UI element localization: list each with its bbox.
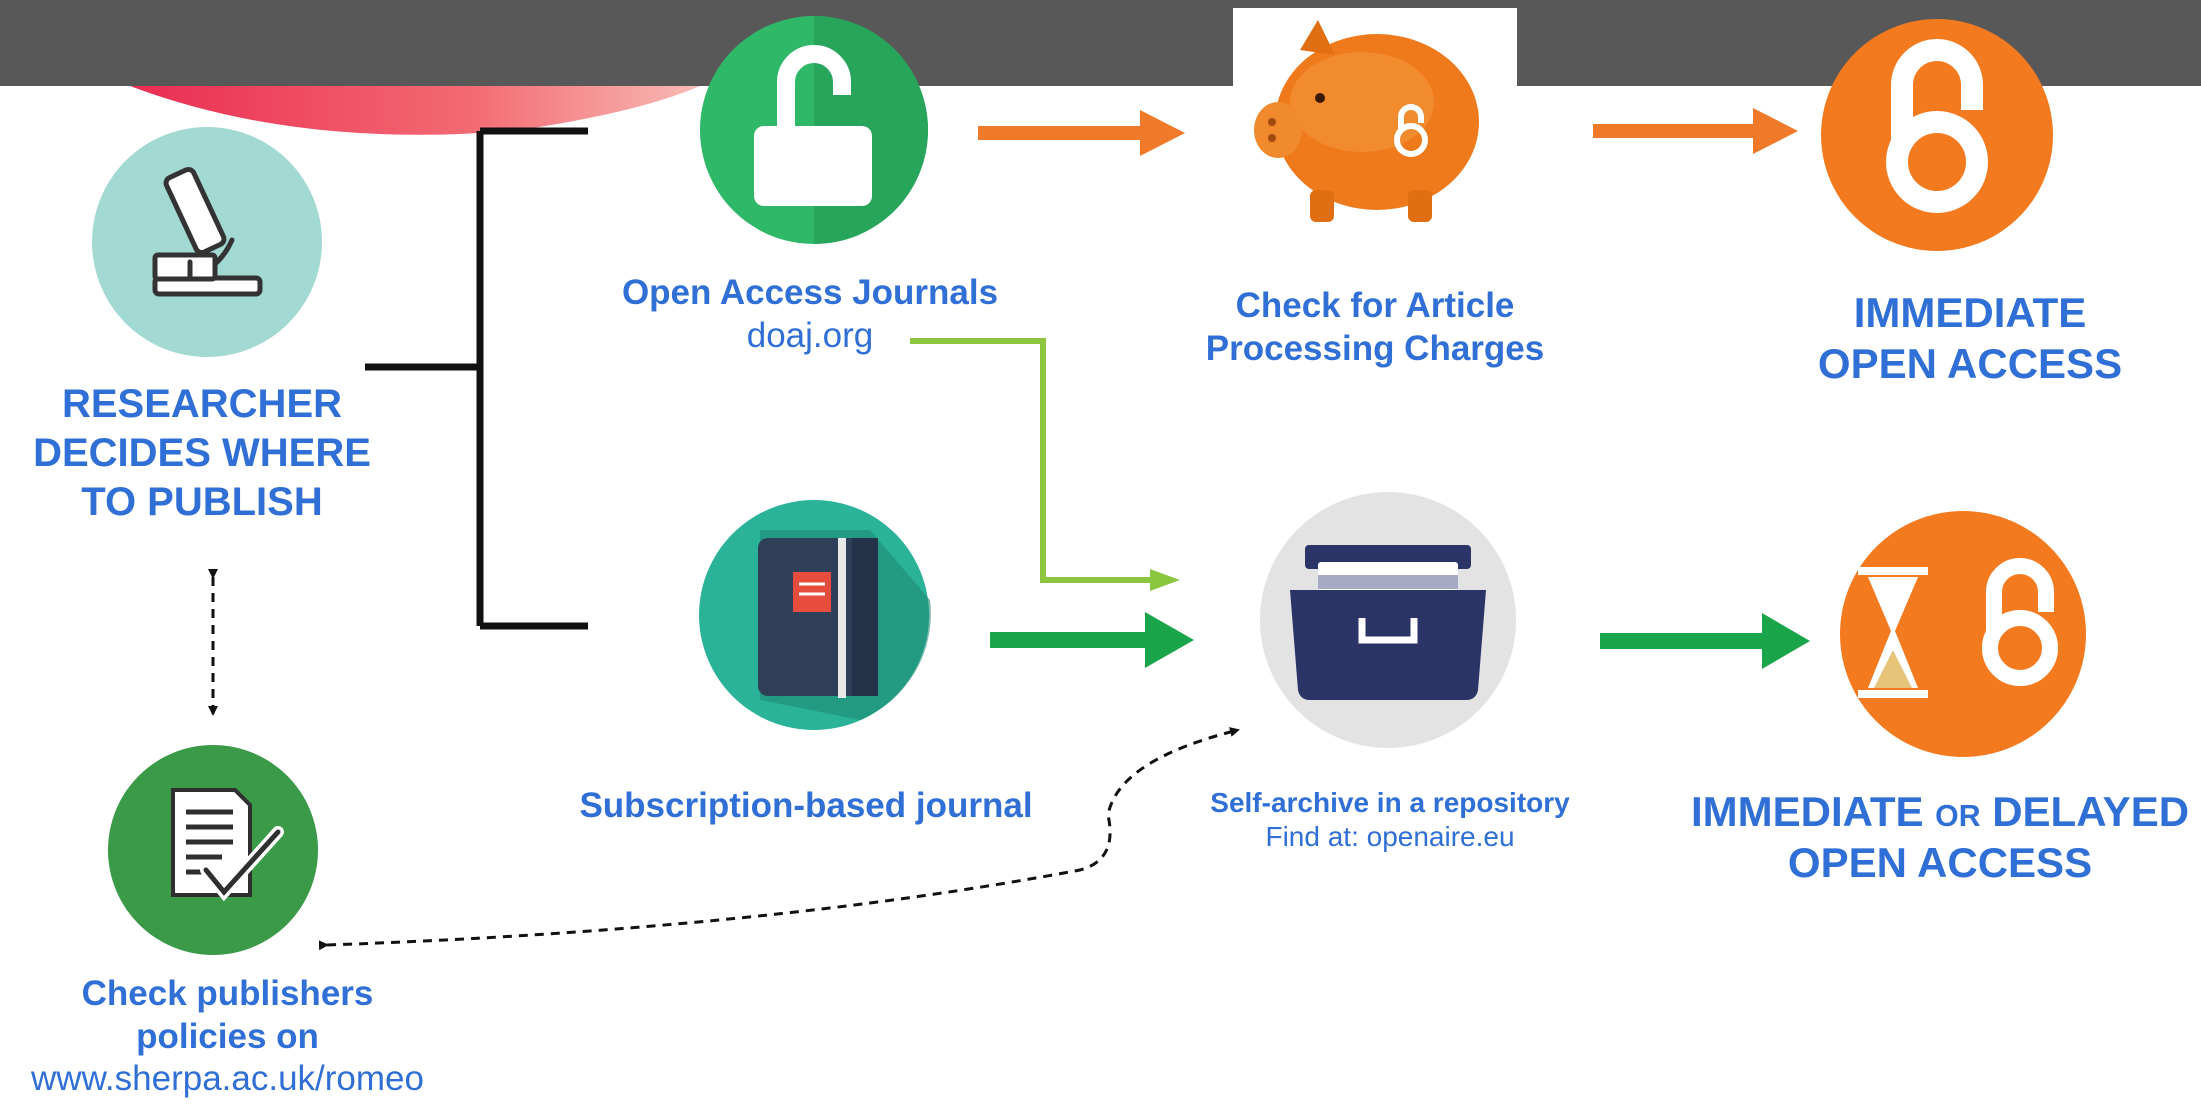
- notebook-icon: [699, 500, 931, 730]
- researcher-label-line3: TO PUBLISH: [81, 479, 323, 524]
- unlocked-padlock-icon: [700, 16, 928, 244]
- sherpa-romeo-link[interactable]: www.sherpa.ac.uk/romeo: [31, 1059, 424, 1099]
- openaire-link[interactable]: Find at: openaire.eu: [1265, 821, 1515, 853]
- arrow-repository-to-delayed: [1600, 613, 1810, 669]
- delayed-oa-line2: OPEN ACCESS: [1787, 839, 2093, 887]
- arrow-oa-to-apc: [978, 110, 1185, 156]
- file-drawer-icon: [1260, 492, 1516, 748]
- dashed-link-policies-repository: [318, 727, 1240, 951]
- repository-title: Self-archive in a repository: [1210, 787, 1570, 818]
- top-banner: [0, 0, 2201, 86]
- subscription-title: Subscription-based journal: [579, 786, 1033, 825]
- arrow-doaj-to-repository: [910, 338, 1180, 591]
- delayed-oa-part2: OR: [1935, 800, 1981, 833]
- checked-document-icon: [108, 745, 318, 955]
- arrow-apc-to-immediate: [1593, 108, 1798, 154]
- delayed-oa-label: IMMEDIATE OR DELAYED OPEN ACCESS: [1690, 786, 2190, 888]
- oa-journal-title: Open Access Journals: [621, 273, 999, 312]
- delayed-oa-line1: IMMEDIATE OR DELAYED: [1690, 786, 2190, 837]
- arrow-subscription-to-repository: [990, 612, 1194, 668]
- publisher-policies-line1: Check publishers: [81, 974, 374, 1013]
- immediate-oa-line2: OPEN ACCESS: [1817, 340, 2123, 388]
- delayed-oa-part3: DELAYED: [1992, 788, 2190, 835]
- publisher-policies-label: Check publishers policies on www.sherpa.…: [0, 973, 455, 1101]
- open-access-icon: [1821, 19, 2053, 251]
- immediate-oa-label: IMMEDIATE OPEN ACCESS: [1760, 287, 2180, 389]
- delayed-oa-part1: IMMEDIATE: [1690, 788, 1924, 835]
- researcher-label: RESEARCHER DECIDES WHERE TO PUBLISH: [12, 380, 392, 526]
- apc-label: Check for Article Processing Charges: [1175, 285, 1575, 370]
- doaj-link[interactable]: doaj.org: [746, 315, 874, 355]
- oa-journal-label: Open Access Journals doaj.org: [580, 272, 1040, 357]
- publisher-policies-line2: policies on: [136, 1016, 319, 1056]
- decision-bracket: [365, 127, 588, 630]
- subscription-label: Subscription-based journal: [556, 785, 1056, 828]
- microscope-icon: [92, 127, 322, 357]
- decorative-swoosh: [130, 86, 700, 135]
- researcher-label-line1: RESEARCHER: [61, 382, 343, 426]
- hourglass-open-access-icon: [1840, 511, 2086, 757]
- piggy-bank-icon: [1254, 20, 1479, 222]
- immediate-oa-line1: IMMEDIATE: [1853, 289, 2087, 336]
- apc-label-line2: Processing Charges: [1205, 328, 1545, 368]
- apc-label-line1: Check for Article: [1235, 286, 1515, 325]
- repository-label: Self-archive in a repository Find at: op…: [1180, 786, 1600, 854]
- researcher-label-line2: DECIDES WHERE: [33, 430, 371, 475]
